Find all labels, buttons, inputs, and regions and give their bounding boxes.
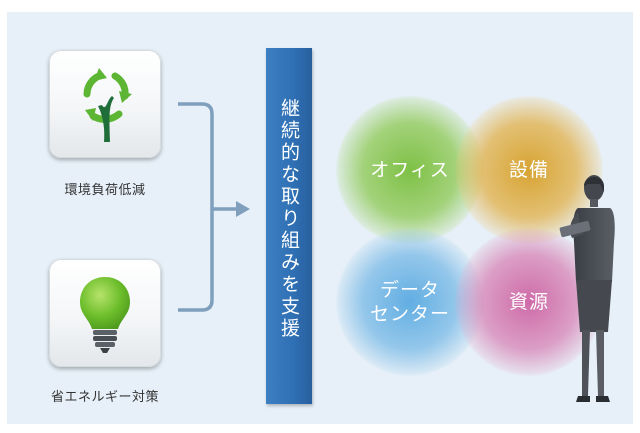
environment-tile [49,50,161,158]
central-label: 継続的な取り組みを支援 [278,98,300,340]
arrow-right-icon [236,201,250,217]
central-support-bar: 継続的な取り組みを支援 [266,48,312,404]
businessperson-silhouette [559,175,615,402]
energy-tile [49,259,161,367]
item-label-environment: 環境負荷低減 [64,183,146,198]
item-label-energy: 省エネルギー対策 [50,390,159,405]
tree-icon [83,68,132,142]
target-label-equipment: 設備 [508,159,549,181]
target-label-datacenter: データ センター [369,279,450,325]
lightbulb-icon [80,277,130,353]
target-label-resources: 資源 [508,291,549,313]
target-label-office: オフィス [370,159,450,181]
